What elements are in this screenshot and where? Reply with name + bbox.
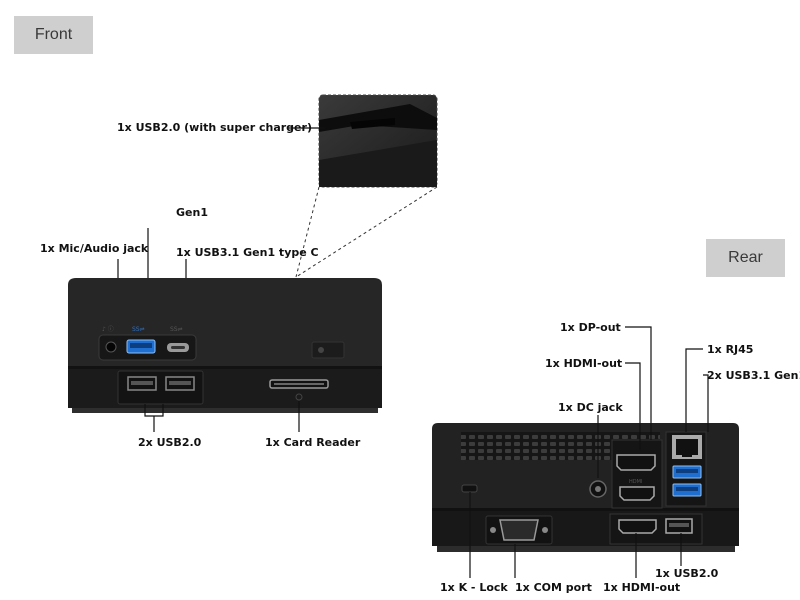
svg-text:♪ ⓘ: ♪ ⓘ <box>102 325 114 333</box>
zoom-callout <box>295 94 438 278</box>
label-usb-super-charger: 1x USB2.0 (with super charger) <box>117 121 312 134</box>
label-hdmi-out-bottom: 1x HDMI-out <box>603 581 681 594</box>
label-usb31-gen1-pair: 2x USB3.1 Gen1 <box>707 369 800 382</box>
front-leader-lines <box>117 127 325 432</box>
label-hdmi-out-top: 1x HDMI-out <box>545 357 623 370</box>
rear-device: HDMI <box>432 423 739 552</box>
svg-text:HDMI: HDMI <box>629 479 642 485</box>
label-usb31-type-c: 1x USB3.1 Gen1 type C <box>176 246 319 259</box>
label-usb20-rear: 1x USB2.0 <box>655 567 719 580</box>
label-com-port: 1x COM port <box>515 581 592 594</box>
label-card-reader: 1x Card Reader <box>265 436 361 449</box>
svg-text:SS⇌: SS⇌ <box>170 326 183 333</box>
k-lock-icon <box>461 484 478 493</box>
displayport-icon <box>616 454 656 471</box>
rear-leader-lines <box>469 326 709 578</box>
label-rj45: 1x RJ45 <box>707 343 754 356</box>
label-dc-jack: 1x DC jack <box>558 401 623 414</box>
hdmi-port-icon <box>619 486 655 501</box>
power-button-icon <box>311 341 345 359</box>
front-view-tag: Front <box>14 16 93 54</box>
label-gen1: Gen1 <box>176 206 208 219</box>
com-port-icon <box>499 519 539 541</box>
hdmi-port-icon <box>618 519 657 534</box>
label-dp-out: 1x DP-out <box>560 321 621 334</box>
label-usb20-pair: 2x USB2.0 <box>138 436 202 449</box>
audio-jack-icon <box>105 341 117 353</box>
front-device: ♪ ⓘ SS⇌ SS⇌ <box>68 278 382 413</box>
label-mic-audio-jack: 1x Mic/Audio jack <box>40 242 149 255</box>
label-k-lock: 1x K - Lock <box>440 581 508 594</box>
svg-text:SS⇌: SS⇌ <box>132 326 145 333</box>
rear-view-tag: Rear <box>706 239 785 277</box>
